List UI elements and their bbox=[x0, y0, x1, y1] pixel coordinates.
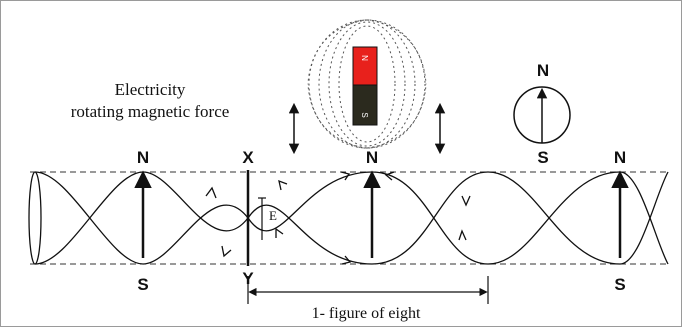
label-top-x: X bbox=[242, 148, 254, 167]
magnet-north-label: N bbox=[360, 55, 369, 61]
label-bottom-right-s: S bbox=[614, 275, 625, 294]
compass-icon: N bbox=[513, 61, 571, 144]
compass-north-label: N bbox=[537, 61, 549, 80]
e-current-arrow: E bbox=[258, 197, 277, 240]
label-top-left-n: N bbox=[137, 148, 149, 167]
label-top-s: S bbox=[537, 148, 548, 167]
span-label: 1- figure of eight bbox=[312, 305, 421, 322]
magnet-south-half bbox=[352, 84, 378, 126]
magnet-south-label: S bbox=[360, 112, 369, 117]
magnet-north-half bbox=[352, 46, 378, 86]
field-lines bbox=[307, 19, 427, 149]
label-bottom-left-s: S bbox=[137, 275, 148, 294]
label-top-right-n: N bbox=[614, 148, 626, 167]
guide-lines bbox=[30, 171, 668, 265]
bar-magnet: N S bbox=[352, 46, 378, 126]
label-top-middle-n: N bbox=[366, 148, 378, 167]
direction-arrows bbox=[205, 171, 471, 265]
e-label: E bbox=[269, 208, 277, 223]
span-dimension bbox=[247, 276, 489, 304]
caption-line-2: rotating magnetic force bbox=[71, 102, 230, 121]
caption-line-1: Electricity bbox=[115, 80, 186, 99]
coil-end-ellipse bbox=[28, 171, 42, 265]
figure-eight-waves bbox=[34, 171, 669, 265]
